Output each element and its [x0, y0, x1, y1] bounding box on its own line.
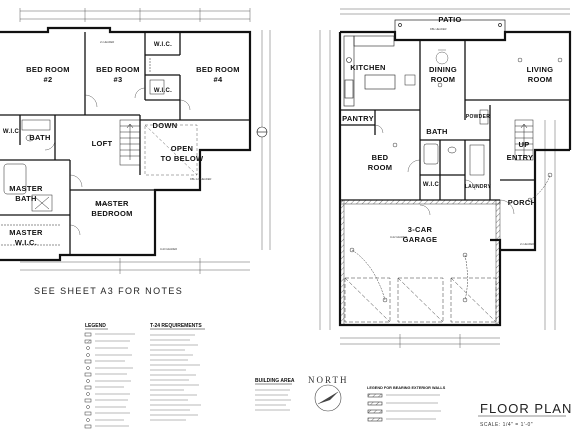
main-room-bed5: BED [372, 153, 389, 162]
upper-tiny-notes: 2x HEADER DBL 2x6 HEADER 2x HEADER 4x10 … [95, 40, 212, 251]
bearing-walls-legend: LEGEND FOR BEARING EXTERIOR WALLS [367, 386, 446, 422]
upper-exterior-walls [0, 26, 252, 262]
upper-room-bed3: BED ROOM [96, 65, 140, 74]
upper-room-bath: BATH [29, 133, 50, 142]
upper-room-bed2: BED ROOM [26, 65, 70, 74]
dining-table [435, 49, 449, 65]
building-area-block: BUILDING AREA [255, 378, 295, 411]
svg-text:DBL 2x6 HEADER: DBL 2x6 HEADER [190, 177, 212, 181]
main-room-living-sub: ROOM [528, 75, 553, 84]
drawing-scale: SCALE: 1/4" = 1'-0" [480, 422, 533, 428]
upper-bath-fixtures [1, 58, 165, 246]
upper-room-wic-c: W.I.C. [3, 129, 21, 135]
upper-room-bed4: BED ROOM [196, 65, 240, 74]
upper-room-master-wic-sub: W.I.C. [15, 238, 37, 247]
svg-text:4x12 HEADER: 4x12 HEADER [390, 235, 407, 239]
upper-room-master-bath-sub: BATH [15, 194, 36, 203]
see-notes-text: SEE SHEET A3 FOR NOTES [34, 286, 183, 296]
upper-room-wic-b: W.I.C. [154, 88, 172, 94]
main-room-porch: PORCH [508, 198, 537, 207]
main-room-bath: BATH [426, 127, 447, 136]
drawing-title: FLOOR PLAN [480, 401, 572, 416]
upper-room-loft: LOFT [92, 139, 113, 148]
title-block: FLOOR PLAN SCALE: 1/4" = 1'-0" [478, 401, 572, 428]
electrical-symbols [349, 57, 563, 303]
upper-room-open: OPEN [171, 144, 193, 153]
main-room-pantry: PANTRY [342, 114, 374, 123]
open-to-below-outline [144, 124, 198, 176]
main-room-wic: W.I.C. [423, 182, 441, 188]
kitchen-counters [343, 35, 396, 107]
main-room-bed5-sub: ROOM [368, 163, 393, 172]
upper-room-wic-a: W.I.C. [154, 42, 172, 48]
main-room-dining-sub: ROOM [431, 75, 456, 84]
main-room-entry: ENTRY [507, 153, 534, 162]
upper-stair [119, 119, 141, 166]
bearing-legend-title: LEGEND FOR BEARING EXTERIOR WALLS [367, 386, 446, 390]
svg-text:4x10 HEADER: 4x10 HEADER [160, 247, 177, 251]
main-room-patio: PATIO [438, 15, 461, 24]
compass-icon [314, 384, 342, 412]
main-room-laundry: LAUNDRY [465, 184, 492, 190]
north-label: NORTH [308, 375, 348, 385]
main-room-powder: POWDER [466, 114, 490, 120]
main-room-up: UP [518, 140, 529, 149]
main-door-swings [374, 124, 515, 216]
svg-text:DBL HEADER: DBL HEADER [430, 27, 447, 31]
upper-room-master-bed-sub: BEDROOM [91, 209, 132, 218]
legend-title: LEGEND [85, 323, 106, 329]
garage-doors [344, 277, 497, 323]
t24-title: T-24 REQUIREMENTS [150, 323, 202, 329]
upper-room-bed4-sub: #4 [214, 75, 223, 84]
upper-room-open-sub: TO BELOW [161, 154, 204, 163]
main-dimension-lines [319, 8, 570, 348]
main-room-garage: 3-CAR [408, 225, 433, 234]
upper-dimension-lines [19, 8, 271, 274]
main-room-garage-sub: GARAGE [403, 235, 438, 244]
upper-floor-plan: 2x HEADER DBL 2x6 HEADER 2x HEADER 4x10 … [0, 8, 271, 274]
upper-door-swings [44, 87, 191, 236]
section-marker [256, 126, 268, 138]
north-arrow: NORTH [308, 375, 348, 412]
garage-hatched-walls [339, 199, 501, 326]
main-floor-plan: 4x12 HEADER 2x HEADER DBL HEADER [319, 8, 572, 348]
building-area-title: BUILDING AREA [255, 378, 295, 384]
main-stair [514, 119, 534, 161]
upper-room-master-bed: MASTER [95, 199, 129, 208]
upper-room-master-wic: MASTER [9, 228, 43, 237]
upper-room-down: DOWN [153, 121, 178, 130]
main-room-living: LIVING [527, 65, 554, 74]
main-tiny-notes: 4x12 HEADER 2x HEADER DBL HEADER [390, 27, 534, 246]
main-room-dining: DINING [429, 65, 457, 74]
upper-room-bed2-sub: #2 [44, 75, 53, 84]
main-room-kitchen: KITCHEN [350, 63, 385, 72]
svg-text:2x HEADER: 2x HEADER [520, 242, 534, 246]
t24-requirements-block: T-24 REQUIREMENTS [150, 323, 205, 421]
svg-text:2x HEADER: 2x HEADER [95, 202, 109, 206]
main-bath-fixtures [404, 74, 489, 176]
legend-block: LEGEND [84, 323, 135, 429]
upper-room-bed3-sub: #3 [114, 75, 123, 84]
svg-text:2x HEADER: 2x HEADER [100, 40, 114, 44]
upper-room-master-bath: MASTER [9, 184, 43, 193]
room-labels: BED ROOM #2 BED ROOM #3 BED ROOM #4 W.I.… [3, 15, 553, 247]
